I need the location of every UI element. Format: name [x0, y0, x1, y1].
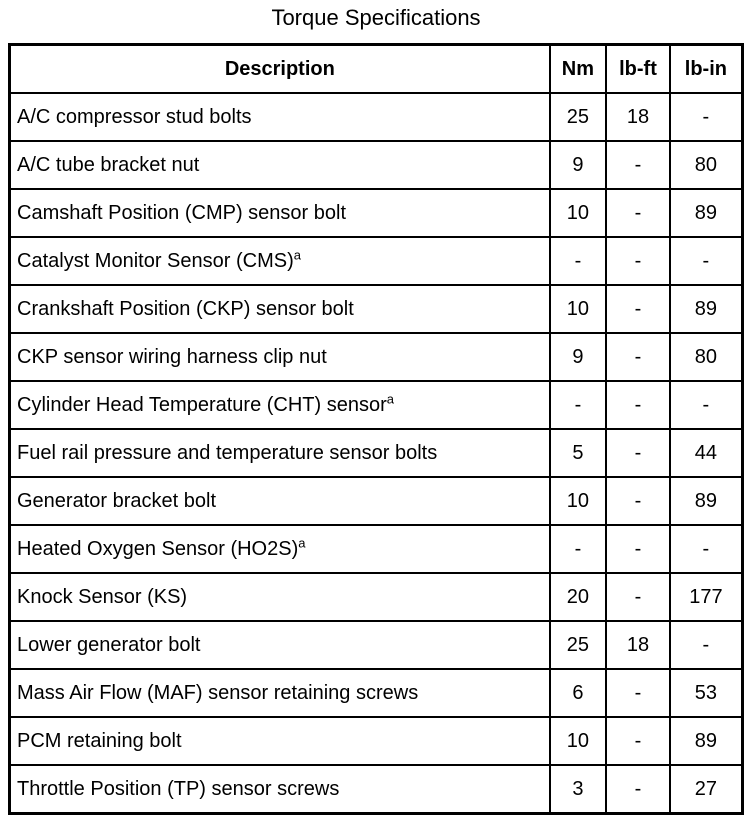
- nm-cell: -: [548, 236, 608, 286]
- description-cell: Throttle Position (TP) sensor screws: [8, 764, 551, 815]
- lb-in-cell: -: [668, 524, 744, 574]
- table-row: Heated Oxygen Sensor (HO2S)a---: [8, 524, 744, 574]
- lb-ft-cell: -: [605, 332, 671, 382]
- lb-ft-cell: -: [605, 764, 671, 815]
- description-cell: PCM retaining bolt: [8, 716, 551, 766]
- lb-ft-cell: -: [605, 428, 671, 478]
- column-header-lb-in: lb-in: [668, 43, 744, 94]
- header-row: Description Nm lb-ft lb-in: [8, 43, 744, 94]
- nm-cell: -: [548, 524, 608, 574]
- lb-ft-cell: 18: [605, 92, 671, 142]
- lb-in-cell: -: [668, 236, 744, 286]
- description-cell: Mass Air Flow (MAF) sensor retaining scr…: [8, 668, 551, 718]
- lb-ft-cell: -: [605, 476, 671, 526]
- footnote-marker: a: [293, 246, 301, 262]
- description-cell: Crankshaft Position (CKP) sensor bolt: [8, 284, 551, 334]
- footnote-marker: a: [386, 390, 394, 406]
- footnote-marker: a: [298, 534, 306, 550]
- description-cell: Lower generator bolt: [8, 620, 551, 670]
- nm-cell: 10: [548, 188, 608, 238]
- description-cell: Cylinder Head Temperature (CHT) sensora: [8, 380, 551, 430]
- nm-cell: 10: [548, 476, 608, 526]
- column-header-lb-ft: lb-ft: [605, 43, 671, 94]
- lb-ft-cell: -: [605, 380, 671, 430]
- nm-cell: 25: [548, 620, 608, 670]
- description-cell: Heated Oxygen Sensor (HO2S)a: [8, 524, 551, 574]
- lb-ft-cell: -: [605, 188, 671, 238]
- description-cell: A/C tube bracket nut: [8, 140, 551, 190]
- description-cell: Camshaft Position (CMP) sensor bolt: [8, 188, 551, 238]
- description-cell: Generator bracket bolt: [8, 476, 551, 526]
- description-cell: Fuel rail pressure and temperature senso…: [8, 428, 551, 478]
- description-cell: Knock Sensor (KS): [8, 572, 551, 622]
- description-cell: CKP sensor wiring harness clip nut: [8, 332, 551, 382]
- nm-cell: 3: [548, 764, 608, 815]
- lb-in-cell: 80: [668, 332, 744, 382]
- lb-in-cell: 89: [668, 716, 744, 766]
- lb-in-cell: -: [668, 380, 744, 430]
- lb-in-cell: -: [668, 92, 744, 142]
- lb-in-cell: 44: [668, 428, 744, 478]
- lb-in-cell: 89: [668, 284, 744, 334]
- description-cell: Catalyst Monitor Sensor (CMS)a: [8, 236, 551, 286]
- column-header-nm: Nm: [548, 43, 608, 94]
- nm-cell: 20: [548, 572, 608, 622]
- table-row: Fuel rail pressure and temperature senso…: [8, 428, 744, 478]
- lb-ft-cell: -: [605, 524, 671, 574]
- table-row: Catalyst Monitor Sensor (CMS)a---: [8, 236, 744, 286]
- table-row: Cylinder Head Temperature (CHT) sensora-…: [8, 380, 744, 430]
- page-title: Torque Specifications: [271, 5, 481, 30]
- description-cell: A/C compressor stud bolts: [8, 92, 551, 142]
- lb-in-cell: 53: [668, 668, 744, 718]
- nm-cell: 9: [548, 332, 608, 382]
- nm-cell: 10: [548, 284, 608, 334]
- lb-in-cell: 177: [668, 572, 744, 622]
- nm-cell: 5: [548, 428, 608, 478]
- lb-ft-cell: -: [605, 236, 671, 286]
- lb-in-cell: 89: [668, 188, 744, 238]
- nm-cell: 9: [548, 140, 608, 190]
- lb-in-cell: 89: [668, 476, 744, 526]
- nm-cell: -: [548, 380, 608, 430]
- column-header-description: Description: [8, 43, 551, 94]
- lb-ft-cell: -: [605, 668, 671, 718]
- lb-in-cell: -: [668, 620, 744, 670]
- lb-in-cell: 27: [668, 764, 744, 815]
- lb-ft-cell: -: [605, 140, 671, 190]
- lb-ft-cell: -: [605, 284, 671, 334]
- lb-ft-cell: -: [605, 716, 671, 766]
- nm-cell: 25: [548, 92, 608, 142]
- nm-cell: 10: [548, 716, 608, 766]
- lb-in-cell: 80: [668, 140, 744, 190]
- nm-cell: 6: [548, 668, 608, 718]
- torque-specifications-table: Description Nm lb-ft lb-in A/C compresso…: [8, 43, 744, 815]
- lb-ft-cell: 18: [605, 620, 671, 670]
- lb-ft-cell: -: [605, 572, 671, 622]
- table-row: Knock Sensor (KS)20-177: [8, 572, 744, 622]
- table-row: Mass Air Flow (MAF) sensor retaining scr…: [8, 668, 744, 718]
